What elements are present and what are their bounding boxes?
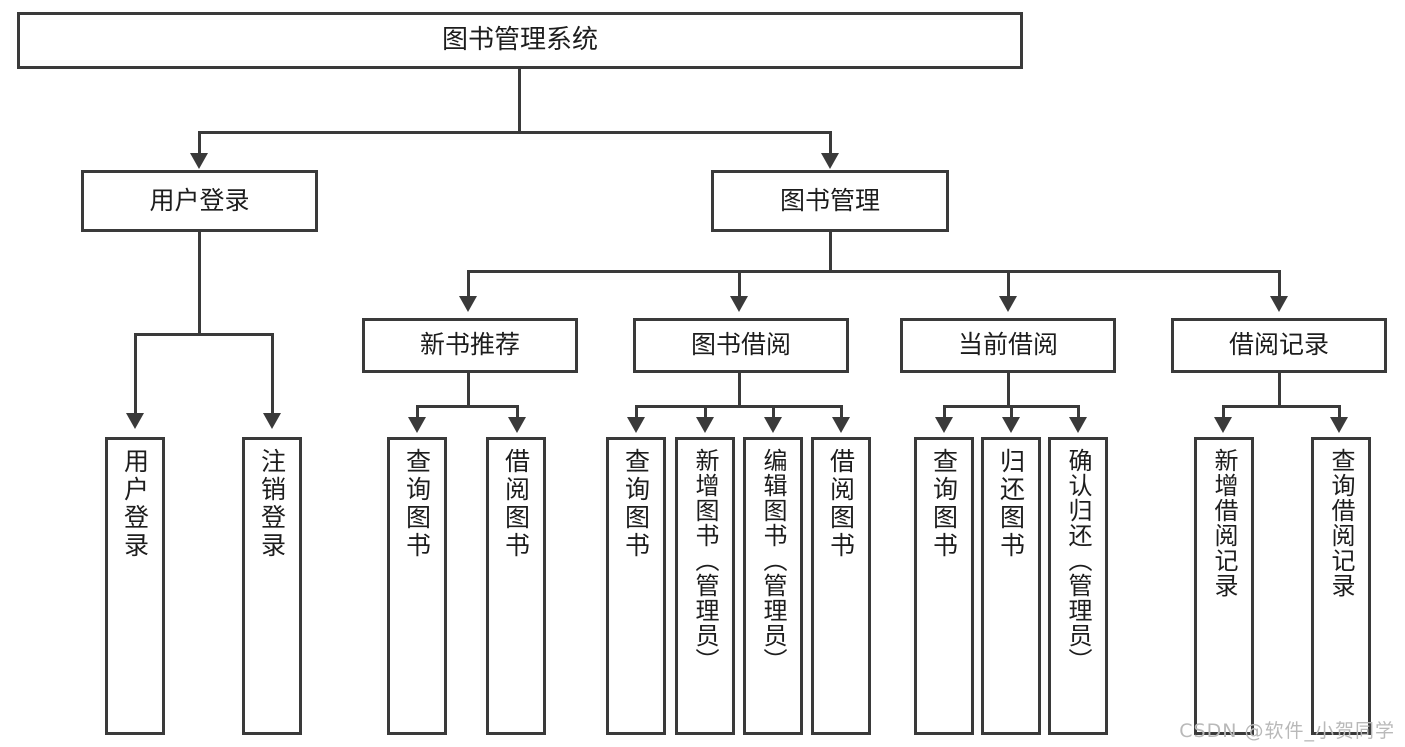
node-label: 图书借阅 bbox=[690, 330, 791, 360]
node-label: 新书推荐 bbox=[419, 330, 520, 360]
node-label: 编辑图书（管理员） bbox=[759, 448, 787, 673]
connector-book-borrow-child-4 bbox=[840, 405, 843, 419]
node-book-management[interactable]: 图书管理 bbox=[711, 170, 949, 232]
node-label: 注销登录 bbox=[257, 448, 287, 560]
node-label: 图书管理系统 bbox=[441, 24, 598, 55]
node-label: 用户登录 bbox=[120, 448, 150, 560]
arrowhead-leaf-query-book-1 bbox=[408, 417, 426, 433]
connector-to-new-book bbox=[467, 270, 470, 298]
arrowhead-leaf-return-book bbox=[1002, 417, 1020, 433]
connector-to-current-borrow bbox=[1007, 270, 1010, 298]
connector-borrow-records-trunk bbox=[1278, 373, 1281, 407]
arrowhead-leaf-add-record bbox=[1214, 417, 1232, 433]
arrowhead-leaf-query-book-3 bbox=[935, 417, 953, 433]
node-label: 查询借阅记录 bbox=[1327, 448, 1355, 598]
arrowhead-leaf-edit-book bbox=[764, 417, 782, 433]
connector-to-borrow-records bbox=[1278, 270, 1281, 298]
leaf-borrow-book-recommend[interactable]: 借阅图书 bbox=[486, 437, 546, 735]
leaf-query-book-current[interactable]: 查询图书 bbox=[914, 437, 974, 735]
arrowhead-leaf-borrow-book-2 bbox=[832, 417, 850, 433]
arrowhead-leaf-query-record bbox=[1330, 417, 1348, 433]
node-label: 图书管理 bbox=[779, 185, 880, 215]
connector-current-borrow-child-1 bbox=[943, 405, 946, 419]
connector-current-borrow-child-2 bbox=[1010, 405, 1013, 419]
arrowhead-new-book-recommend bbox=[459, 296, 477, 312]
arrowhead-leaf-add-book bbox=[696, 417, 714, 433]
leaf-add-book-admin[interactable]: 新增图书（管理员） bbox=[675, 437, 735, 735]
node-label: 查询图书 bbox=[929, 448, 959, 560]
leaf-query-book-recommend[interactable]: 查询图书 bbox=[387, 437, 447, 735]
arrowhead-user-login bbox=[190, 153, 208, 169]
connector-current-borrow-child-3 bbox=[1077, 405, 1080, 419]
node-root-system[interactable]: 图书管理系统 bbox=[17, 12, 1023, 69]
arrowhead-current-borrow bbox=[999, 296, 1017, 312]
node-label: 借阅记录 bbox=[1228, 330, 1329, 360]
connector-borrow-records-child-1 bbox=[1222, 405, 1225, 419]
node-borrow-records[interactable]: 借阅记录 bbox=[1171, 318, 1387, 373]
node-label: 借阅图书 bbox=[501, 448, 531, 560]
node-new-book-recommend[interactable]: 新书推荐 bbox=[362, 318, 578, 373]
leaf-confirm-return-admin[interactable]: 确认归还（管理员） bbox=[1048, 437, 1108, 735]
arrowhead-leaf-query-book-2 bbox=[627, 417, 645, 433]
leaf-return-book[interactable]: 归还图书 bbox=[981, 437, 1041, 735]
watermark-text: CSDN @软件_小贺同学 bbox=[1179, 720, 1395, 742]
arrowhead-book-mgmt bbox=[821, 153, 839, 169]
arrowhead-leaf-user-login bbox=[126, 413, 144, 429]
connector-to-book-borrow bbox=[738, 270, 741, 298]
connector-root-trunk bbox=[518, 69, 521, 132]
leaf-edit-book-admin[interactable]: 编辑图书（管理员） bbox=[743, 437, 803, 735]
leaf-user-login[interactable]: 用户登录 bbox=[105, 437, 165, 735]
node-label: 用户登录 bbox=[149, 185, 250, 215]
leaf-query-borrow-record[interactable]: 查询借阅记录 bbox=[1311, 437, 1371, 735]
connector-root-to-user-login bbox=[198, 131, 201, 155]
node-label: 当前借阅 bbox=[957, 330, 1058, 360]
connector-user-login-child-2 bbox=[271, 333, 274, 415]
connector-new-book-child-2 bbox=[516, 405, 519, 419]
leaf-query-book-borrow[interactable]: 查询图书 bbox=[606, 437, 666, 735]
node-user-login[interactable]: 用户登录 bbox=[81, 170, 318, 232]
node-book-borrow[interactable]: 图书借阅 bbox=[633, 318, 849, 373]
node-label: 归还图书 bbox=[996, 448, 1026, 560]
arrowhead-leaf-confirm-return bbox=[1069, 417, 1087, 433]
node-label: 借阅图书 bbox=[826, 448, 856, 560]
connector-user-login-trunk bbox=[198, 232, 201, 335]
connector-borrow-records-child-2 bbox=[1338, 405, 1341, 419]
connector-new-book-trunk bbox=[467, 373, 470, 407]
connector-user-login-child-1 bbox=[134, 333, 137, 415]
leaf-add-borrow-record[interactable]: 新增借阅记录 bbox=[1194, 437, 1254, 735]
connector-root-to-book-mgmt bbox=[829, 131, 832, 155]
connector-user-login-bar bbox=[134, 333, 274, 336]
connector-book-mgmt-trunk bbox=[829, 232, 832, 272]
arrowhead-borrow-records bbox=[1270, 296, 1288, 312]
connector-book-borrow-child-2 bbox=[704, 405, 707, 419]
connector-book-borrow-trunk bbox=[738, 373, 741, 407]
node-label: 查询图书 bbox=[621, 448, 651, 560]
connector-book-borrow-child-1 bbox=[635, 405, 638, 419]
connector-book-borrow-child-3 bbox=[772, 405, 775, 419]
node-label: 新增图书（管理员） bbox=[691, 448, 719, 673]
connector-new-book-child-1 bbox=[416, 405, 419, 419]
arrowhead-leaf-logout bbox=[263, 413, 281, 429]
node-label: 确认归还（管理员） bbox=[1064, 448, 1092, 673]
node-label: 新增借阅记录 bbox=[1210, 448, 1238, 598]
arrowhead-leaf-borrow-book-1 bbox=[508, 417, 526, 433]
connector-root-bar bbox=[198, 131, 832, 134]
node-label: 查询图书 bbox=[402, 448, 432, 560]
leaf-borrow-book[interactable]: 借阅图书 bbox=[811, 437, 871, 735]
leaf-logout[interactable]: 注销登录 bbox=[242, 437, 302, 735]
node-current-borrow[interactable]: 当前借阅 bbox=[900, 318, 1116, 373]
connector-current-borrow-trunk bbox=[1007, 373, 1010, 407]
arrowhead-book-borrow bbox=[730, 296, 748, 312]
connector-new-book-bar bbox=[416, 405, 519, 408]
connector-book-borrow-bar bbox=[635, 405, 842, 408]
connector-level3-bar bbox=[467, 270, 1281, 273]
connector-borrow-records-bar bbox=[1222, 405, 1340, 408]
